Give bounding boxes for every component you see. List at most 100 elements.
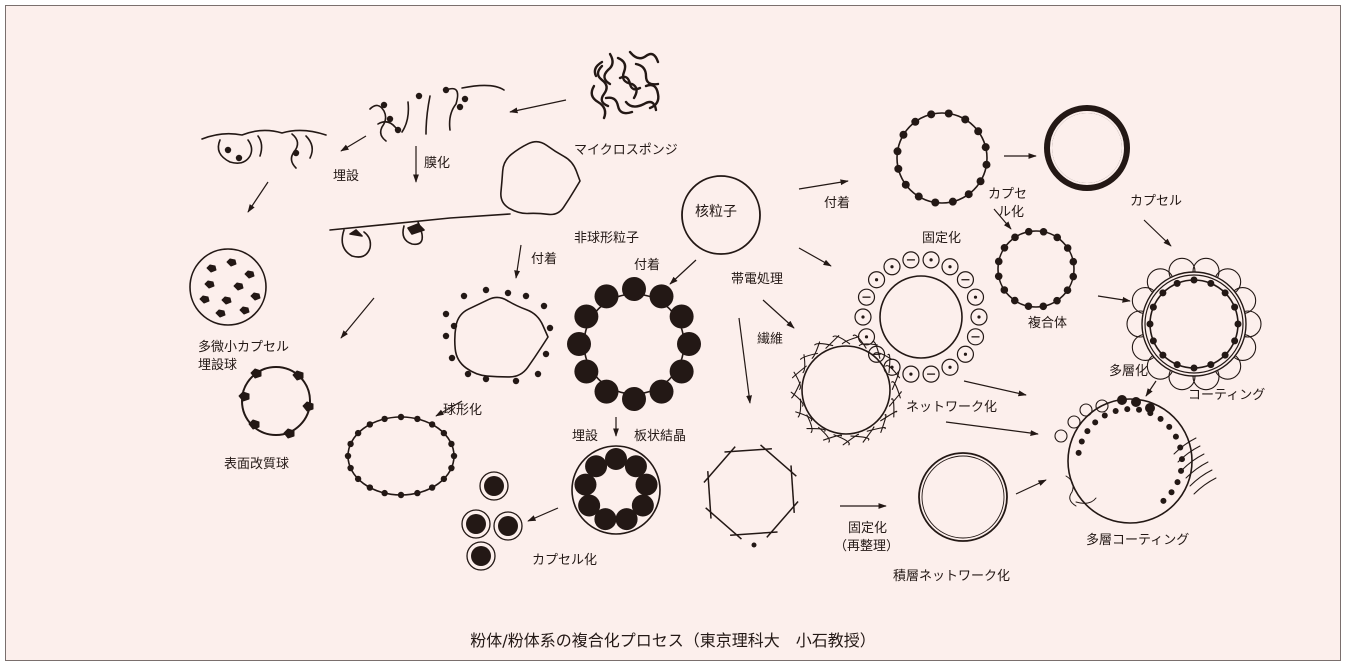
fixation-dot [893, 147, 902, 156]
network-segment [707, 471, 712, 519]
fiber-core [801, 345, 891, 435]
label-fix2-a: 固定化 [848, 521, 888, 536]
spherized-dot [347, 440, 354, 448]
multilayer-dot [1159, 351, 1167, 359]
label-encap-bottom: カプセル化 [532, 553, 598, 568]
coating-dot [1157, 415, 1164, 422]
coating-big-dot [1145, 403, 1155, 413]
multilayer-dot [1221, 289, 1229, 297]
process-arrow [514, 244, 522, 279]
label-multi-micro-b: 埋設球 [198, 358, 238, 373]
composite-dot [1063, 286, 1072, 295]
coating-big-dot [1131, 397, 1141, 407]
surface-patch [302, 401, 314, 412]
multilayer-dot [1231, 303, 1239, 311]
label-fixation: 固定化 [922, 231, 962, 246]
micro-capsule [215, 309, 226, 318]
label-capsule-right: カプセル [1130, 194, 1183, 209]
film-pocket [341, 229, 372, 258]
process-arrow [247, 181, 269, 213]
surface-patch [248, 419, 260, 430]
dot-mark [963, 352, 968, 356]
big-attached-dot [594, 284, 619, 309]
fiber-strand [852, 334, 867, 349]
film-blob [407, 223, 425, 235]
fixation-dot [901, 180, 910, 189]
micro-sponge-strand [603, 52, 614, 86]
spherized-dot [381, 415, 388, 423]
plate-dot [631, 494, 654, 517]
micro-sponge-strand [628, 50, 660, 64]
label-capsule-a: カプセ [988, 187, 1028, 202]
particle-dot [540, 302, 548, 310]
fiber-strand [814, 343, 834, 347]
process-arrow [1145, 380, 1157, 397]
micro-sponge-strand [604, 96, 634, 115]
fixation-dot [982, 160, 991, 169]
composite-dot [1000, 286, 1009, 294]
micro-sponge-strand [593, 60, 604, 78]
coating-bubble [1067, 415, 1081, 429]
particle-dot [442, 86, 450, 94]
charge-circle [966, 288, 985, 306]
big-attached-dot [574, 359, 599, 384]
plate-dot [615, 508, 638, 531]
composite-dot [1039, 227, 1048, 236]
dot-mark [929, 258, 933, 262]
encapsulated-shell [461, 509, 491, 539]
network-segment [730, 531, 778, 536]
label-multilayer: 多層化 [1109, 364, 1149, 379]
dot-mark [973, 295, 978, 299]
label-nonspherical: 非球形粒子 [574, 231, 640, 246]
embed-fiber [217, 139, 253, 164]
coating-bubble [1079, 403, 1093, 417]
coating-dot [1084, 428, 1091, 435]
spherized-dot [381, 489, 388, 497]
label-multi-micro-a: 多微小カプセル [198, 340, 290, 355]
fiber-strand [862, 426, 875, 443]
particle-dot [442, 310, 450, 318]
plate-dot [624, 455, 647, 478]
composite-dot [1010, 296, 1019, 305]
label-core-particle: 核粒子 [695, 204, 737, 220]
plate-dot [605, 448, 627, 470]
multilayer-dot [1190, 276, 1198, 284]
fiber-strand [891, 371, 900, 390]
nonspherical-particle [500, 140, 581, 216]
coating-bubble [1054, 429, 1068, 443]
process-arrow [798, 247, 832, 267]
multi-micro-sphere [189, 248, 267, 326]
particle-dot [512, 377, 520, 385]
big-attached-dot [677, 332, 701, 356]
coating-dot [1092, 419, 1099, 426]
particle-dot [542, 350, 550, 358]
micro-capsule [239, 306, 250, 315]
label-capsule-b: ル化 [998, 205, 1025, 220]
process-arrow [1143, 219, 1172, 247]
composite-dot [1024, 302, 1033, 311]
diagram-caption: 粉体/粉体系の複合化プロセス（東京理科大 小石教授） [470, 631, 876, 650]
particle-dot [235, 154, 243, 162]
micro-sponge-strand [596, 64, 610, 108]
composite-dot [994, 272, 1003, 281]
micro-capsule [206, 264, 217, 273]
process-arrow [993, 208, 1012, 230]
composite-dot [1024, 227, 1033, 236]
fixation-dot [974, 127, 983, 136]
charge-circle [902, 365, 920, 383]
embed-fiber [305, 135, 314, 159]
spherized-dot [428, 484, 436, 491]
surface-sphere [241, 366, 311, 436]
micro-capsule [199, 295, 210, 304]
coating-dot [1172, 433, 1179, 440]
coating-dot [1136, 406, 1143, 413]
capsule-ring [1044, 105, 1130, 191]
spherized-dot [397, 491, 405, 499]
particle-dot [461, 95, 469, 103]
charge-circle [970, 308, 988, 326]
spherized-dot [414, 489, 421, 497]
coating-fiber [1075, 497, 1097, 504]
encapsulated-core [484, 476, 504, 496]
charge-circle [956, 271, 975, 289]
particle-dot [394, 126, 402, 134]
